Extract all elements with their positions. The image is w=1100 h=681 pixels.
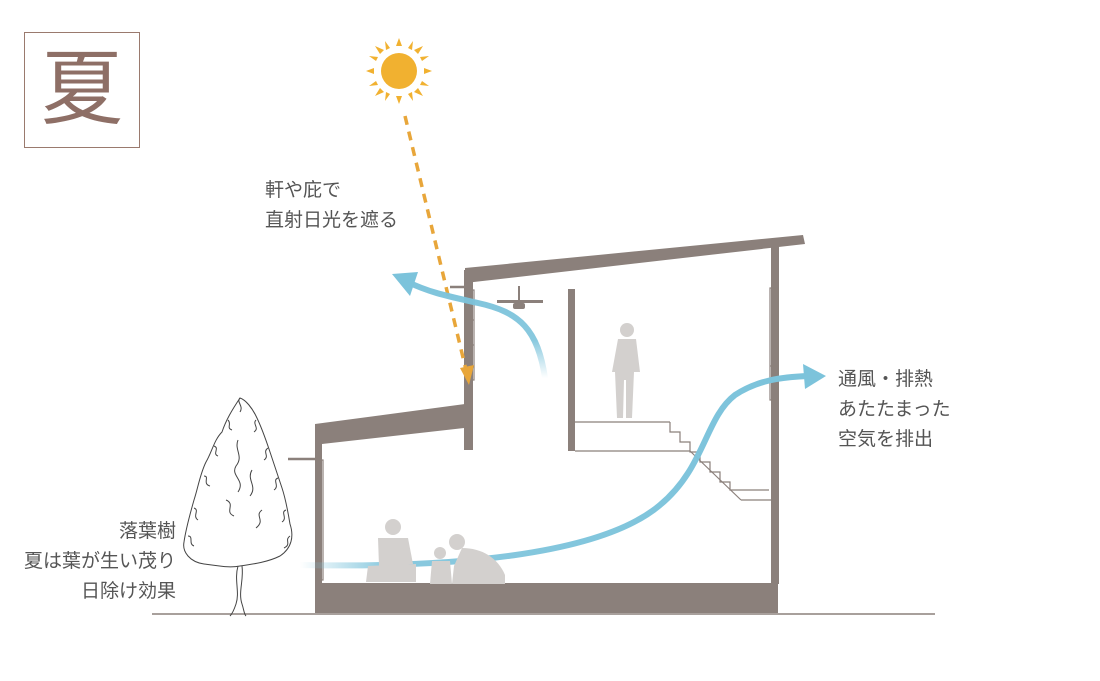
- upper-roof: [465, 235, 805, 283]
- air-flow-upper: [405, 279, 548, 381]
- tree-icon: [183, 397, 293, 617]
- foundation: [315, 583, 778, 613]
- air-flow-upper-arrowhead: [392, 272, 418, 296]
- air-flow-lower-arrowhead: [803, 364, 826, 389]
- house-section: [315, 235, 805, 613]
- season-title: 夏: [40, 42, 123, 137]
- high-wall: [464, 270, 473, 450]
- tree-label-line: 夏は葉が生い茂り: [23, 550, 176, 572]
- tree-label-line: 落葉樹: [118, 520, 176, 542]
- ventilation-label-line: 通風・排熱: [838, 368, 934, 390]
- air-flow-lower: [297, 373, 811, 569]
- lower-roof: [315, 404, 473, 444]
- right-wall: [771, 246, 779, 584]
- child-icon: [430, 547, 452, 584]
- season-badge: 夏: [24, 32, 140, 148]
- eaves-label-line: 軒や庇で: [265, 179, 342, 201]
- interior-wall: [568, 289, 575, 451]
- tree-label: 落葉樹 夏は葉が生い茂り 日除け効果: [24, 516, 176, 606]
- ventilation-label-line: 空気を排出: [838, 428, 934, 450]
- ceiling-fan-icon: [497, 286, 543, 309]
- person-sitting-icon: [366, 519, 416, 582]
- left-wall: [315, 424, 322, 584]
- sun-ray-arrowhead: [460, 365, 474, 385]
- ventilation-label: 通風・排熱 あたたまった 空気を排出: [838, 364, 951, 454]
- ventilation-label-line: あたたまった: [838, 398, 951, 420]
- parent-kneeling-icon: [449, 534, 505, 584]
- right-window: [769, 287, 779, 401]
- sun-icon: [366, 38, 432, 104]
- left-window: [316, 459, 324, 581]
- sun-ray: [403, 115, 468, 371]
- eaves-label: 軒や庇で 直射日光を遮る: [265, 175, 398, 235]
- tree-label-line: 日除け効果: [80, 580, 176, 602]
- person-standing-icon: [612, 323, 640, 418]
- eaves-label-line: 直射日光を遮る: [265, 209, 399, 231]
